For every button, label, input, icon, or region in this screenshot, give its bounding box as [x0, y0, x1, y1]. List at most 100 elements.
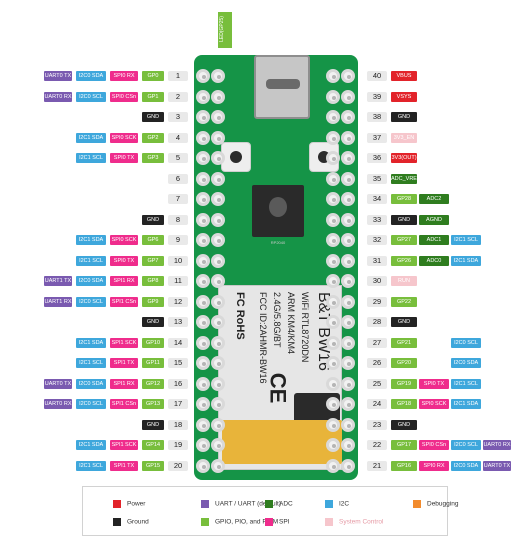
pin-hole	[347, 116, 351, 120]
pin-label: I2C1 SDA	[76, 337, 106, 348]
pin-pad	[326, 397, 340, 411]
pin-hole	[202, 362, 206, 366]
pin-label: UART0 TX	[44, 378, 72, 389]
legend-label: Debugging	[427, 500, 459, 508]
pin-number: 8	[168, 214, 188, 225]
pin-label: 3V3_EN	[391, 132, 417, 143]
pin-pad	[341, 274, 355, 288]
pin-pad	[341, 335, 355, 350]
pin-pad	[341, 192, 355, 206]
pin-label: GP15	[142, 460, 164, 471]
pin-hole	[347, 95, 351, 100]
pin-label: I2C0 SDA	[451, 358, 481, 368]
pin-label: GP0	[142, 71, 164, 81]
pin-pad	[196, 110, 210, 124]
pin-pad	[196, 130, 210, 145]
pin-pad	[326, 171, 340, 186]
pin-label: I2C1 SDA	[76, 235, 106, 245]
pin-label: SPI1 SCK	[110, 337, 138, 348]
pin-pad	[326, 130, 340, 145]
pin-hole	[217, 464, 221, 469]
pin-hole	[202, 423, 206, 428]
pin-hole	[202, 403, 206, 407]
pin-label: GP16	[391, 460, 417, 471]
pin-hole	[202, 444, 206, 448]
pin-pad	[211, 356, 225, 370]
pin-number: 28	[367, 317, 387, 327]
pin-label: GND	[142, 112, 164, 122]
pin-hole	[347, 157, 351, 161]
pin-pad	[211, 110, 225, 124]
pin-number: 32	[367, 235, 387, 245]
pin-label: SPI0 RX	[419, 460, 449, 471]
pin-pad	[326, 376, 340, 391]
pin-label: GP14	[142, 440, 164, 450]
pin-label: SPI1 CSn	[110, 296, 138, 307]
pin-label: VBUS	[391, 71, 417, 81]
pin-hole	[332, 300, 336, 305]
pin-label: I2C1 SDA	[451, 255, 481, 266]
pin-label: SPI0 RX	[110, 71, 138, 81]
pin-pad	[341, 438, 355, 452]
pin-pad	[326, 192, 340, 206]
usb-port-slot	[266, 79, 300, 89]
pin-hole	[202, 136, 206, 141]
pin-label: GND	[391, 214, 417, 225]
pin-pad	[326, 151, 340, 165]
pin-hole	[202, 259, 206, 264]
pin-hole	[202, 239, 206, 243]
pin-hole	[202, 341, 206, 346]
pin-number: 9	[168, 235, 188, 245]
module-line: WiFi RTL8720DN	[300, 292, 310, 363]
pin-pad	[211, 274, 225, 288]
pin-label: I2C0 SCL	[76, 296, 106, 307]
pin-pad	[326, 458, 340, 473]
pin-pad	[341, 253, 355, 268]
pin-label: SPI1 RX	[110, 276, 138, 286]
pin-pad	[341, 89, 355, 104]
pin-hole	[217, 280, 221, 284]
pin-hole	[202, 116, 206, 120]
pin-pad	[341, 212, 355, 227]
pin-hole	[332, 218, 336, 223]
pin-hole	[217, 362, 221, 366]
pin-hole	[217, 239, 221, 243]
pin-label: GP11	[142, 358, 164, 368]
pin-hole	[217, 444, 221, 448]
pin-number: 27	[367, 337, 387, 348]
pin-number: 21	[367, 460, 387, 471]
pin-number: 24	[367, 399, 387, 409]
pin-label: I2C1 SCL	[451, 235, 481, 245]
pin-hole	[217, 177, 221, 182]
pin-label: GP19	[391, 378, 417, 389]
pin-hole	[347, 321, 351, 325]
pin-label: I2C1 SCL	[76, 255, 106, 266]
pin-label: I2C1 SDA	[451, 399, 481, 409]
pin-hole	[347, 75, 351, 79]
pin-label: GP17	[391, 440, 417, 450]
pin-number: 15	[168, 358, 188, 368]
pin-pad	[211, 212, 225, 227]
button-cap	[230, 151, 242, 163]
pin-pad	[196, 69, 210, 83]
pin-hole	[332, 423, 336, 428]
pin-label: UART0 TX	[44, 71, 72, 81]
pin-hole	[202, 464, 206, 469]
pin-label: I2C0 SDA	[76, 276, 106, 286]
legend-swatch	[201, 500, 209, 508]
pin-pad	[341, 110, 355, 124]
boot-button[interactable]	[221, 142, 251, 172]
pin-label: GND	[142, 214, 164, 225]
raspberry-logo-icon	[269, 197, 287, 217]
pin-hole	[347, 341, 351, 346]
pin-pad	[211, 417, 225, 432]
pin-hole	[217, 136, 221, 141]
pin-hole	[217, 95, 221, 100]
pin-label: SPI0 SCK	[419, 399, 449, 409]
pin-hole	[347, 280, 351, 284]
pin-pad	[211, 130, 225, 145]
pin-number: 7	[168, 194, 188, 204]
legend-swatch	[325, 518, 333, 526]
pin-label: SPI1 TX	[110, 460, 138, 471]
